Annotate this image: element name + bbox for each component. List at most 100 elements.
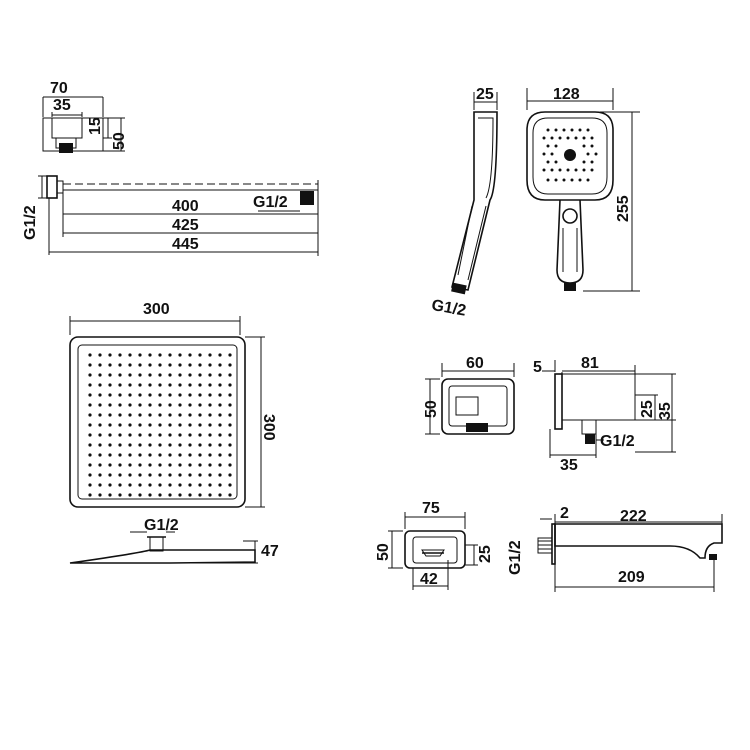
nozzle-dot	[88, 373, 92, 377]
dim-25-valve: 25	[477, 545, 494, 563]
dim-50-outlet: 50	[423, 400, 440, 418]
nozzle-dot	[208, 443, 212, 447]
nozzle-dot	[158, 443, 162, 447]
nozzle-dot	[218, 423, 222, 427]
nozzle-dot	[138, 453, 142, 457]
nozzle-dot	[178, 493, 182, 497]
nozzle-dot	[208, 383, 212, 387]
nozzle-dot	[138, 423, 142, 427]
hand-shower-side: 25 G1/2	[430, 86, 498, 320]
nozzle-dot	[228, 483, 232, 487]
nozzle-dot	[168, 483, 172, 487]
dim-425: 425	[172, 217, 199, 234]
nozzle-dot	[168, 383, 172, 387]
nozzle-dot	[218, 393, 222, 397]
nozzle-dot	[108, 363, 112, 367]
nozzle-dot	[198, 413, 202, 417]
nozzle-dot	[118, 393, 122, 397]
spout-g12: G1/2	[507, 540, 524, 575]
nozzle-dot	[208, 413, 212, 417]
nozzle-dot	[218, 463, 222, 467]
nozzle-dot	[198, 433, 202, 437]
dim-75: 75	[422, 500, 440, 517]
rain-nozzles	[88, 353, 232, 497]
nozzle-dot	[178, 363, 182, 367]
nozzle-dot	[188, 363, 192, 367]
nozzle-dot	[98, 473, 102, 477]
nozzle-dot	[108, 373, 112, 377]
nozzle-dot	[108, 493, 112, 497]
nozzle-dot	[228, 433, 232, 437]
dim-222: 222	[620, 508, 647, 525]
nozzle-dot	[178, 433, 182, 437]
nozzle-dot	[128, 423, 132, 427]
nozzle-dot	[108, 433, 112, 437]
dim-445: 445	[172, 236, 199, 253]
nozzle-dot	[188, 483, 192, 487]
nozzle-dot	[108, 463, 112, 467]
dim-255: 255	[615, 195, 632, 222]
nozzle-dot	[148, 433, 152, 437]
nozzle-dot	[228, 383, 232, 387]
nozzle-dot	[98, 463, 102, 467]
nozzle-dot	[88, 403, 92, 407]
nozzle-dot	[168, 353, 172, 357]
nozzle-dot	[228, 393, 232, 397]
nozzle-dot	[108, 353, 112, 357]
nozzle-dot	[98, 403, 102, 407]
nozzle-dot	[138, 363, 142, 367]
nozzle-dot	[98, 353, 102, 357]
nozzle-dot	[98, 393, 102, 397]
nozzle-dot	[88, 383, 92, 387]
nozzle-dot	[138, 383, 142, 387]
nozzle-dot	[178, 383, 182, 387]
nozzle-dot	[208, 483, 212, 487]
nozzle-dot	[188, 443, 192, 447]
nozzle-dot	[88, 393, 92, 397]
nozzle-dot	[228, 363, 232, 367]
nozzle-dot	[168, 393, 172, 397]
nozzle-dot	[108, 403, 112, 407]
nozzle-dot	[98, 413, 102, 417]
nozzle-dot	[98, 423, 102, 427]
nozzle-dot	[148, 403, 152, 407]
nozzle-dot	[158, 363, 162, 367]
nozzle-dot	[228, 373, 232, 377]
nozzle-dot	[128, 473, 132, 477]
nozzle-dot	[218, 473, 222, 477]
nozzle-dot	[168, 423, 172, 427]
nozzle-dot	[228, 493, 232, 497]
nozzle-dot	[178, 463, 182, 467]
nozzle-dot	[178, 403, 182, 407]
nozzle-dot	[158, 353, 162, 357]
nozzle-dot	[168, 493, 172, 497]
nozzle-dot	[128, 383, 132, 387]
nozzle-dot	[118, 403, 122, 407]
rain-head-side: G1/2 47	[69, 517, 279, 564]
nozzle-dot	[118, 493, 122, 497]
nozzle-dot	[188, 393, 192, 397]
valve-plate: 75 50 25 42	[375, 500, 494, 590]
nozzle-dot	[128, 363, 132, 367]
nozzle-dot	[168, 363, 172, 367]
nozzle-dot	[178, 423, 182, 427]
nozzle-dot	[178, 483, 182, 487]
nozzle-dot	[188, 413, 192, 417]
nozzle-dot	[188, 463, 192, 467]
dim-300-h: 300	[260, 414, 277, 441]
nozzle-dot	[98, 373, 102, 377]
nozzle-dot	[148, 393, 152, 397]
nozzle-dot	[168, 403, 172, 407]
nozzle-dot	[88, 353, 92, 357]
wall-outlet-side: 5 81 25 35 G1/2 35	[533, 355, 676, 474]
nozzle-dot	[138, 463, 142, 467]
nozzle-dot	[128, 493, 132, 497]
nozzle-dot	[88, 443, 92, 447]
nozzle-dot	[188, 453, 192, 457]
wall-outlet-front: 60 50	[423, 355, 515, 435]
nozzle-dot	[108, 453, 112, 457]
dim-128: 128	[553, 86, 580, 103]
nozzle-dot	[148, 493, 152, 497]
nozzle-dot	[168, 453, 172, 457]
nozzle-dot	[128, 483, 132, 487]
